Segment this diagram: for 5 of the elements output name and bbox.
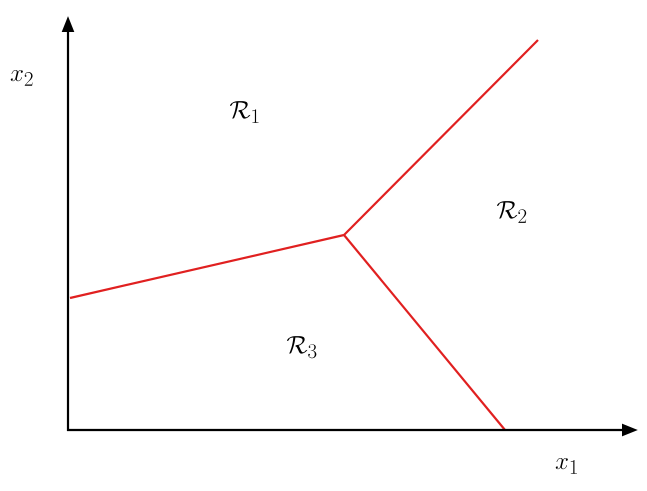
region-label: $\mathcal{R}_3$	[286, 336, 316, 358]
axis-label: $x_1$	[556, 458, 577, 474]
region-label: $\mathcal{R}_2$	[496, 201, 526, 223]
axis-label: $x_2$	[10, 70, 33, 86]
region-label: $\mathcal{R}_1$	[230, 101, 258, 123]
